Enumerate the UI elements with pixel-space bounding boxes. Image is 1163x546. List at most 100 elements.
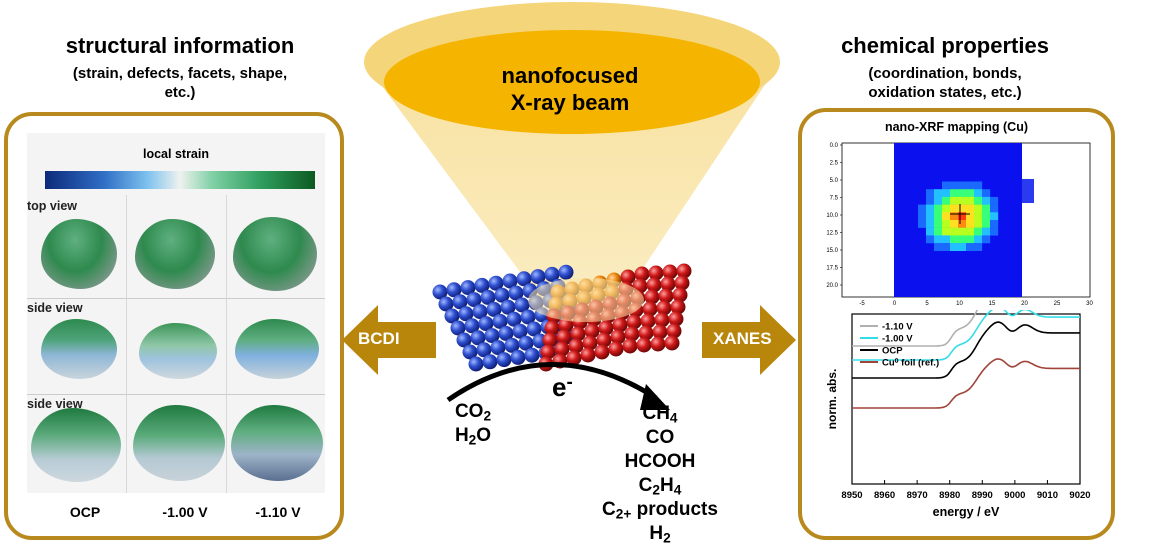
xrf-pixel: [934, 243, 943, 251]
xrf-pixel: [958, 189, 967, 198]
xrf-pixel: [926, 212, 935, 221]
xrf-pixel: [966, 235, 975, 244]
atom-blue: [526, 321, 542, 337]
atom-red: [584, 323, 600, 339]
atom-red: [622, 338, 638, 354]
xanes-xtick: 8990: [972, 490, 993, 501]
xrf-pixel: [974, 204, 983, 213]
xanes-ylabel: norm. abs.: [826, 369, 839, 430]
electron-charge: -: [566, 370, 573, 392]
map-xtick: 25: [1054, 301, 1061, 305]
xrf-pixel: [990, 204, 999, 213]
atom-blue: [492, 313, 508, 329]
atom-blue: [444, 308, 460, 324]
atom-red: [598, 320, 614, 336]
map-ytick: 20.0: [826, 283, 838, 289]
atom-red: [654, 312, 670, 328]
beam-label-line2: X-ray beam: [510, 90, 630, 115]
beam-label: nanofocused X-ray beam: [460, 62, 680, 116]
atom-red: [620, 269, 636, 285]
right-subtitle-2: oxidation states, etc.): [868, 84, 1022, 101]
atom-red: [542, 332, 558, 348]
map-xtick: 15: [989, 301, 996, 305]
atom-blue: [508, 285, 524, 301]
atom-blue: [464, 318, 480, 334]
atom-red: [608, 341, 624, 357]
atom-red: [656, 300, 672, 316]
atom-red: [636, 337, 652, 353]
xrf-pixel: [942, 227, 951, 236]
xrf-pixel: [934, 196, 943, 205]
xrf-pixel: [950, 243, 959, 251]
xrf-pixel: [966, 196, 975, 205]
atom-blue: [490, 340, 506, 356]
xrf-pixel: [958, 181, 967, 190]
xanes-xtick: 9000: [1004, 490, 1025, 501]
electron-symbol: e: [552, 372, 567, 402]
right-subtitle-1: (coordination, bonds,: [868, 65, 1022, 82]
xrf-pixel: [966, 204, 975, 213]
product-h2: H2: [649, 523, 671, 546]
xanes-xtick: 8970: [907, 490, 928, 501]
legend-label: Cu⁰ foil (ref.): [882, 358, 939, 369]
atom-blue: [446, 282, 462, 298]
atom-blue: [488, 275, 504, 291]
xrf-pixel: [982, 204, 991, 213]
atom-blue: [510, 349, 526, 365]
center-graphic: [342, 2, 796, 410]
xrf-pixel: [942, 212, 951, 221]
xrf-pixel: [950, 235, 959, 244]
particle-side-ocp: [41, 319, 117, 379]
xanes-curve: [852, 310, 979, 347]
xrf-pixel: [926, 196, 935, 205]
xrf-pixel: [942, 196, 951, 205]
atom-blue: [472, 304, 488, 320]
xrf-pixel: [926, 227, 935, 236]
xrf-pixel: [942, 235, 951, 244]
atom-red: [612, 317, 628, 333]
atom-blue: [438, 296, 454, 312]
xrf-pixel: [982, 220, 991, 228]
xrf-pixel: [958, 220, 967, 228]
atom-blue: [506, 311, 522, 327]
particle-top-1v00: [135, 219, 215, 289]
xrf-pixel: [918, 212, 927, 221]
atom-red: [544, 320, 560, 336]
particle-side-1v00: [139, 323, 217, 379]
atom-blue: [518, 335, 534, 351]
bcdi-label: BCDI: [358, 329, 400, 348]
beam-top: [384, 30, 760, 134]
atom-red: [570, 326, 586, 342]
left-subtitle-2: etc.): [164, 84, 196, 101]
beam-spot: [528, 278, 644, 322]
atom-blue: [480, 289, 496, 305]
xanes-xtick: 8960: [874, 490, 895, 501]
xanes-xtick: 8950: [841, 490, 862, 501]
atom-blue: [558, 264, 574, 280]
xrf-pixel: [942, 220, 951, 228]
col-label-1v00: -1.00 V: [162, 504, 208, 520]
xanes-xtick: 9010: [1037, 490, 1058, 501]
atom-blue: [470, 330, 486, 346]
xrf-pixel: [990, 196, 999, 205]
xanes-xtick: 9020: [1069, 490, 1090, 501]
particle-top-ocp: [41, 219, 117, 289]
atom-blue: [514, 297, 530, 313]
atom-blue: [500, 299, 516, 315]
atom-red: [672, 287, 688, 303]
xrf-pixel: [934, 189, 943, 198]
xrf-pixel: [974, 189, 983, 198]
atom-blue: [482, 354, 498, 370]
atom-red: [580, 347, 596, 363]
xrf-pixel: [950, 189, 959, 198]
map-xtick: 30: [1086, 301, 1093, 305]
atom-blue: [484, 328, 500, 344]
atom-blue: [494, 287, 510, 303]
legend-label: -1.10 V: [882, 322, 913, 333]
xrf-pixel: [990, 220, 999, 228]
map-ytick: 12.5: [826, 231, 838, 237]
product-c2plus: C2+ products: [602, 499, 718, 522]
xrf-pixel: [966, 243, 975, 251]
atom-blue: [450, 320, 466, 336]
xrf-pixel: [966, 227, 975, 236]
